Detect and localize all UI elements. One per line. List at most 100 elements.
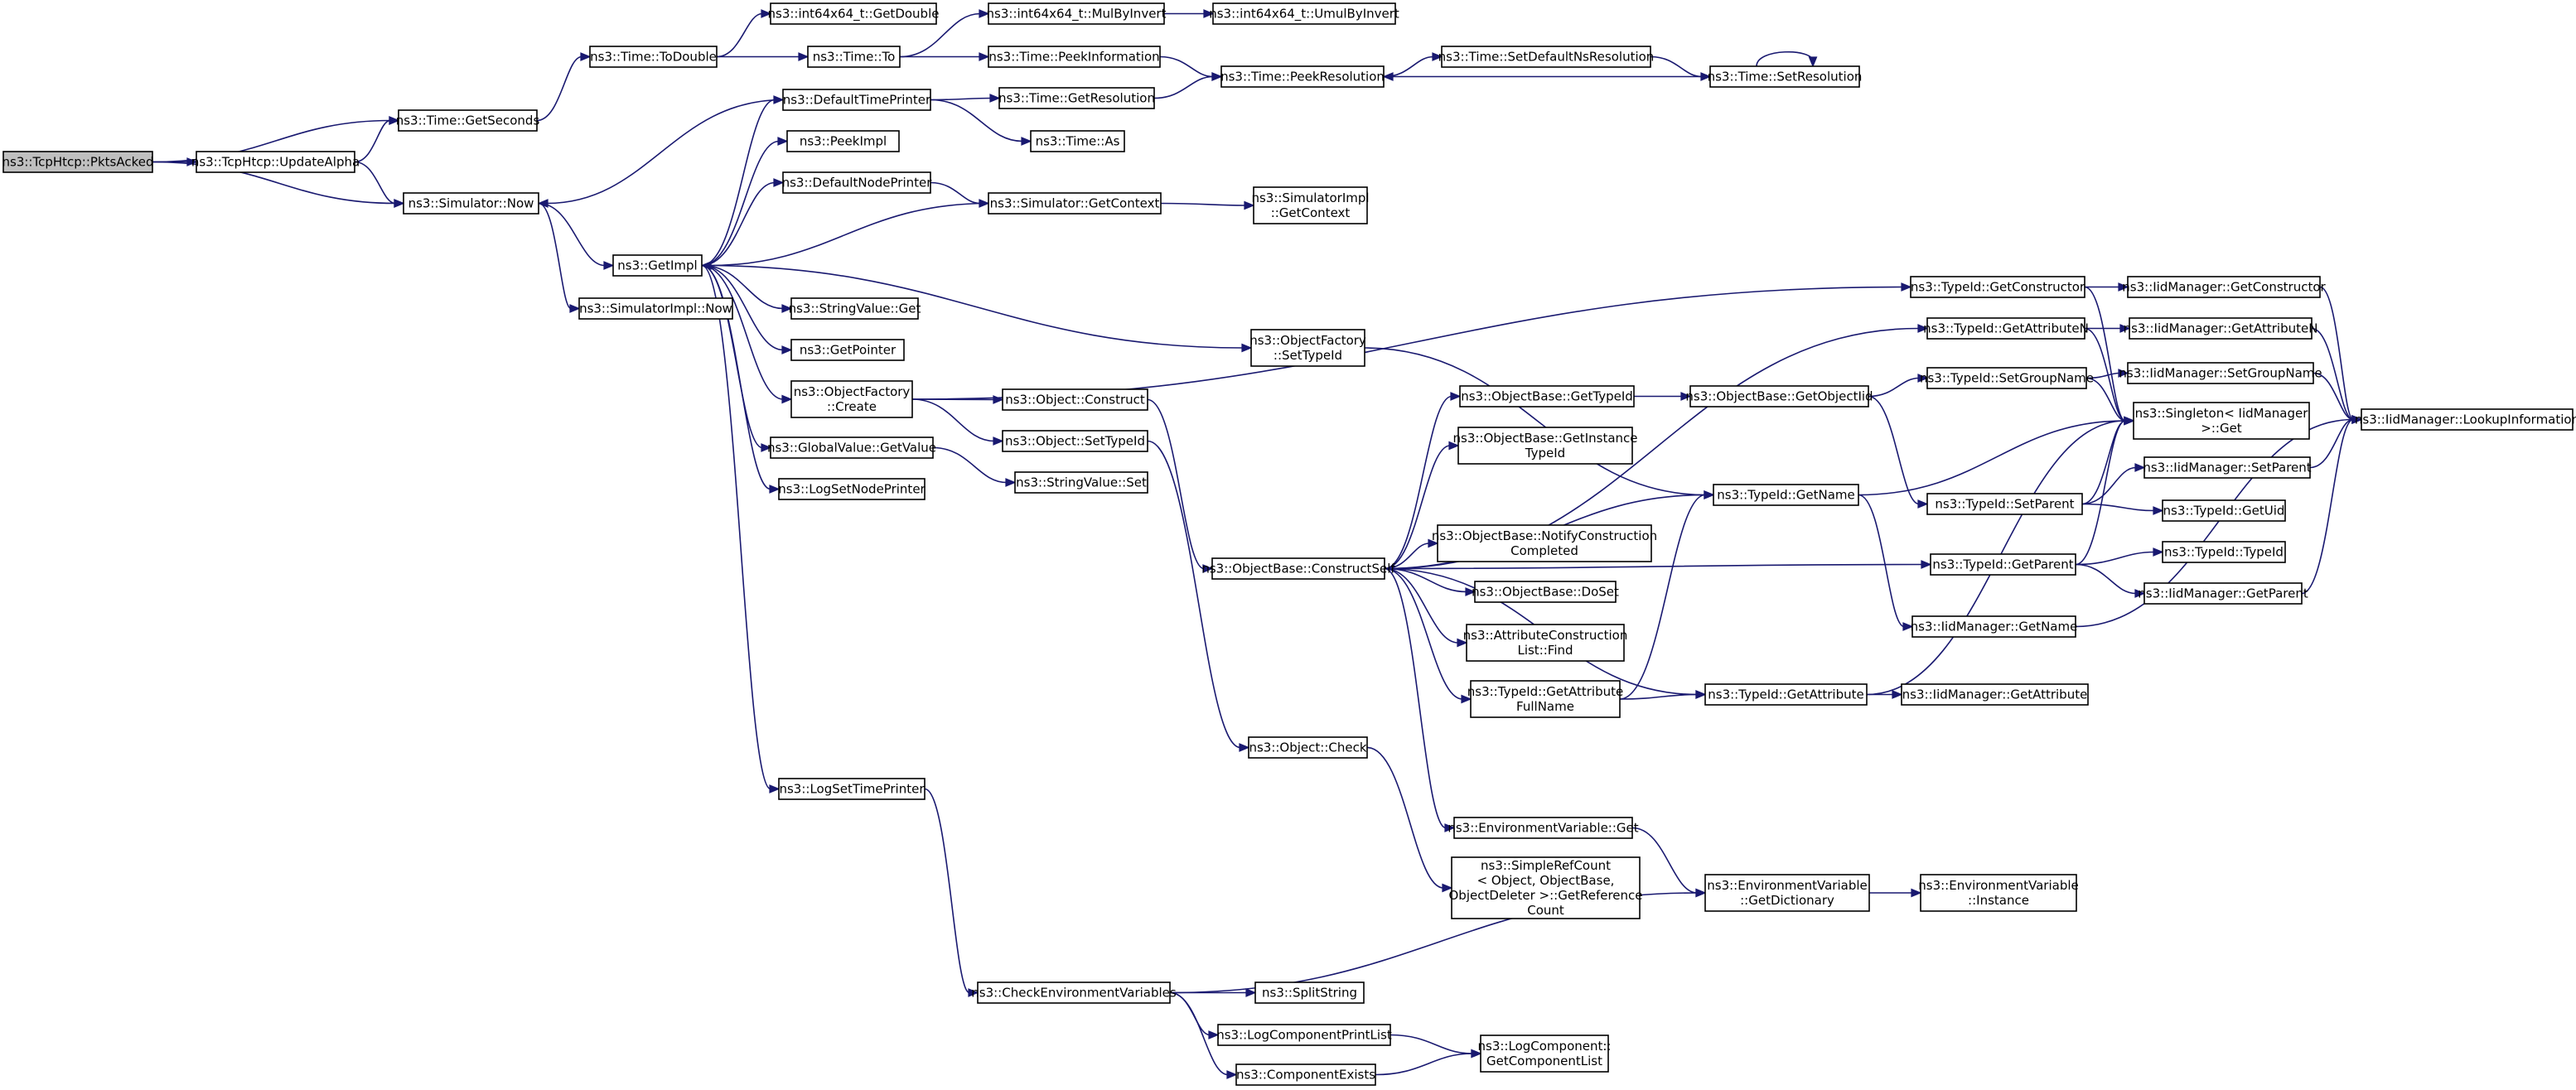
node-label: ns3::ObjectBase::ConstructSelf [1201,562,1395,576]
node-logcompprintlist[interactable]: ns3::LogComponentPrintList [1216,1024,1392,1046]
node-stringvalueset[interactable]: ns3::StringValue::Set [1014,471,1148,494]
node-iidsetparent[interactable]: ns3::IidManager::SetParent [2143,456,2312,479]
node-label: ::Create [827,399,877,414]
node-label: ns3::Time::GetResolution [998,91,1155,106]
node-envinstance[interactable]: ns3::EnvironmentVariable::Instance [1918,874,2079,912]
node-label: ns3::TypeId::TypeId [2164,545,2284,560]
node-checkenv[interactable]: ns3::CheckEnvironmentVariables [971,981,1177,1004]
node-todouble[interactable]: ns3::Time::ToDouble [589,46,718,68]
node-label: ns3::ObjectBase::GetInstance [1453,431,1638,446]
node-getpointer[interactable]: ns3::GetPointer [790,339,905,361]
node-envget[interactable]: ns3::EnvironmentVariable::Get [1447,817,1639,839]
node-iidgetattribute[interactable]: ns3::IidManager::GetAttribute [1901,683,2089,706]
node-timeto[interactable]: ns3::Time::To [807,46,901,68]
node-label: ns3::EnvironmentVariable [1918,878,2078,893]
node-timeas[interactable]: ns3::Time::As [1030,130,1125,152]
node-simimplgetcontext[interactable]: ns3::SimulatorImpl::GetContext [1251,186,1370,224]
node-splitstring[interactable]: ns3::SplitString [1254,981,1365,1004]
node-getimpl[interactable]: ns3::GetImpl [612,254,703,277]
edge-constructself-to-obgetinstancetypeid [1384,441,1460,570]
node-now[interactable]: ns3::Simulator::Now [403,192,539,215]
node-tidgetattributen[interactable]: ns3::TypeId::GetAttributeN [1923,317,2089,340]
edge-constructself-to-obnotify [1384,538,1439,570]
edge-objfactorycreate-to-tidgetconstructor [911,282,1912,400]
node-objfactorysettypeid[interactable]: ns3::ObjectFactory::SetTypeId [1249,329,1366,367]
edge-updatealpha-to-now [354,161,405,208]
node-obnotify[interactable]: ns3::ObjectBase::NotifyConstructionCompl… [1432,524,1657,562]
node-setdefaultns[interactable]: ns3::Time::SetDefaultNsResolution [1438,46,1655,68]
node-peekimpl[interactable]: ns3::PeekImpl [786,130,900,152]
node-defaulttimeprinter[interactable]: ns3::DefaultTimePrinter [782,89,931,111]
node-iidgetparent[interactable]: ns3::IidManager::GetParent [2138,582,2308,605]
node-getresolution[interactable]: ns3::Time::GetResolution [998,87,1155,109]
node-label: ns3::GetImpl [617,258,697,273]
node-peekinformation[interactable]: ns3::Time::PeekInformation [988,46,1161,68]
node-tidsetparent[interactable]: ns3::TypeId::SetParent [1926,493,2083,515]
edge-getimpl-to-stringvalueget [701,264,793,313]
node-logsetnodeprinter[interactable]: ns3::LogSetNodePrinter [778,478,926,500]
edge-logsettimeprinter-to-checkenv [924,788,979,997]
node-tidgetconstructor[interactable]: ns3::TypeId::GetConstructor [1910,276,2085,298]
node-objfactorycreate[interactable]: ns3::ObjectFactory::Create [790,380,913,418]
node-box [770,436,934,459]
node-obgetobjecttid[interactable]: ns3::ObjectBase::GetObjectIid [1685,385,1873,408]
node-label: ObjectDeleter >::GetReference [1448,888,1642,903]
node-box [1211,557,1385,580]
node-getdouble[interactable]: ns3::int64x64_t::GetDouble [768,2,940,25]
node-obgettypeid[interactable]: ns3::ObjectBase::GetTypeId [1459,385,1635,408]
node-box [1709,65,1860,88]
node-stringvalueget[interactable]: ns3::StringValue::Get [789,297,921,320]
node-mulbyinvert[interactable]: ns3::int64x64_t::MulByInvert [987,2,1167,25]
edge-getresolution-to-peekresolution [1153,72,1223,99]
node-envgetdict[interactable]: ns3::EnvironmentVariable::GetDictionary [1704,874,1870,912]
node-objsettypeid[interactable]: ns3::Object::SetTypeId [1002,430,1148,452]
node-componentexists[interactable]: ns3::ComponentExists [1235,1063,1376,1086]
node-defaultnodeprinter[interactable]: ns3::DefaultNodePrinter [782,171,933,194]
node-tidsetgroupname[interactable]: ns3::TypeId::SetGroupName [1920,367,2094,389]
node-tidtypeid[interactable]: ns3::TypeId::TypeId [2162,541,2286,563]
node-objcheck[interactable]: ns3::Object::Check [1248,736,1368,759]
node-box [196,151,355,173]
node-iidgetattributen[interactable]: ns3::IidManager::GetAttributeN [2124,317,2318,340]
node-getseconds[interactable]: ns3::Time::GetSeconds [396,109,540,132]
edge-objfactorysettypeid-to-tidgetname [1364,347,1715,499]
node-label: ns3::Time::To [813,50,896,65]
node-tidgetname[interactable]: ns3::TypeId::GetName [1713,484,1859,506]
node-label: ns3::Time::SetDefaultNsResolution [1438,50,1655,65]
node-obdoset[interactable]: ns3::ObjectBase::DoSet [1472,581,1619,603]
node-tidgetattribute[interactable]: ns3::TypeId::GetAttribute [1704,683,1868,706]
node-iidgetname[interactable]: ns3::IidManager::GetName [1911,615,2078,638]
node-tidgetuid[interactable]: ns3::TypeId::GetUid [2162,499,2286,522]
edge-objcheck-to-simplerefcount [1366,746,1453,893]
node-setresolution[interactable]: ns3::Time::SetResolution [1708,65,1863,88]
node-constructself[interactable]: ns3::ObjectBase::ConstructSelf [1201,557,1395,580]
node-label: List::Find [1517,643,1573,658]
edge-tidgetconstructor-to-singletonget [2084,286,2135,426]
node-iidlookup[interactable]: ns3::IidManager::LookupInformation [2355,408,2576,431]
node-iidgetconstructor[interactable]: ns3::IidManager::GetConstructor [2122,276,2327,298]
edge-tidgetparent-to-singletonget [2075,416,2135,566]
node-pktsacked[interactable]: ns3::TcpHtcp::PktsAcked [2,151,154,173]
node-simplerefcount[interactable]: ns3::SimpleRefCount< Object, ObjectBase,… [1448,856,1643,919]
node-iidsetgroupname[interactable]: ns3::IidManager::SetGroupName [2119,362,2322,384]
node-simgetcontext[interactable]: ns3::Simulator::GetContext [988,192,1162,215]
edge-getimpl-to-getpointer [701,264,793,354]
node-objconstruct[interactable]: ns3::Object::Construct [1002,388,1148,411]
node-simimplnow[interactable]: ns3::SimulatorImpl::Now [578,297,733,320]
edge-iidgetconstructor-to-iidlookup [2319,286,2363,424]
node-logcompgetlist[interactable]: ns3::LogComponent::GetComponentList [1478,1035,1612,1073]
node-umulbyinvert[interactable]: ns3::int64x64_t::UmulByInvert [1209,2,1399,25]
node-box [1441,46,1651,68]
node-label: ns3::SimulatorImpl::Now [579,301,732,316]
node-globalvalueget[interactable]: ns3::GlobalValue::GetValue [767,436,936,459]
node-singletonget[interactable]: ns3::Singleton< IidManager>::Get [2133,402,2310,440]
node-updatealpha[interactable]: ns3::TcpHtcp::UpdateAlpha [191,151,360,173]
node-peekresolution[interactable]: ns3::Time::PeekResolution [1220,65,1385,88]
node-logsettimeprinter[interactable]: ns3::LogSetTimePrinter [778,778,926,800]
node-box [790,380,913,418]
node-label: ns3::EnvironmentVariable::Get [1447,821,1638,836]
node-tidgetparent[interactable]: ns3::TypeId::GetParent [1930,553,2076,576]
